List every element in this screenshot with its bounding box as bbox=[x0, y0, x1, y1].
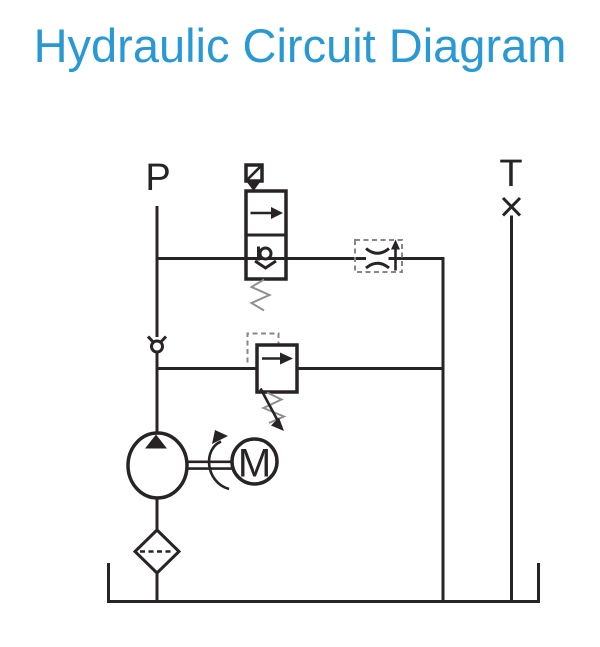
valve-flow-arrow-head bbox=[271, 207, 283, 219]
pressure-relief-valve bbox=[246, 332, 299, 431]
solenoid-triangle-icon bbox=[246, 181, 261, 191]
tank-port bbox=[501, 196, 522, 602]
throttle-adjust-arrow-head bbox=[391, 239, 400, 250]
plugged-port-x-icon bbox=[501, 196, 522, 217]
tank-port-label: T bbox=[499, 153, 522, 195]
check-valve-ball bbox=[150, 339, 164, 354]
hydraulic-pump bbox=[126, 431, 189, 530]
valve-check-seat bbox=[254, 259, 277, 270]
relief-flow-arrow-head bbox=[280, 352, 293, 365]
throttle-upper-arc bbox=[365, 247, 390, 255]
relief-spring bbox=[261, 391, 287, 424]
pressure-line bbox=[155, 206, 445, 602]
solenoid-directional-valve bbox=[244, 163, 288, 312]
relief-pilot-line bbox=[246, 332, 280, 363]
tank-outline bbox=[107, 563, 540, 603]
pump-circle bbox=[126, 431, 189, 500]
throttle-lower-arc bbox=[365, 261, 390, 270]
rotation-arrow-head bbox=[212, 430, 228, 444]
flow-control-valve bbox=[354, 239, 403, 273]
pressure-port-label: P bbox=[145, 157, 170, 199]
flow-control-enclosure bbox=[354, 239, 403, 273]
suction-filter bbox=[132, 527, 182, 602]
check-valve bbox=[146, 335, 168, 354]
motor-label: M bbox=[238, 442, 271, 486]
reservoir-tank bbox=[107, 563, 540, 603]
valve-check-ball bbox=[258, 246, 273, 261]
pump-flow-triangle-icon bbox=[145, 434, 167, 449]
electric-motor: M bbox=[186, 430, 279, 491]
rotation-arrow-arc bbox=[207, 440, 230, 491]
relief-adjust-arrow-shaft bbox=[259, 387, 281, 424]
solenoid-slash-icon bbox=[245, 164, 263, 182]
relief-adjust-arrow-head bbox=[271, 417, 284, 431]
page-title: Hydraulic Circuit Diagram bbox=[34, 19, 567, 72]
return-line-right bbox=[388, 257, 445, 602]
valve-return-spring bbox=[249, 278, 272, 312]
motor-circle bbox=[230, 437, 279, 486]
relief-valve-body bbox=[255, 343, 299, 394]
